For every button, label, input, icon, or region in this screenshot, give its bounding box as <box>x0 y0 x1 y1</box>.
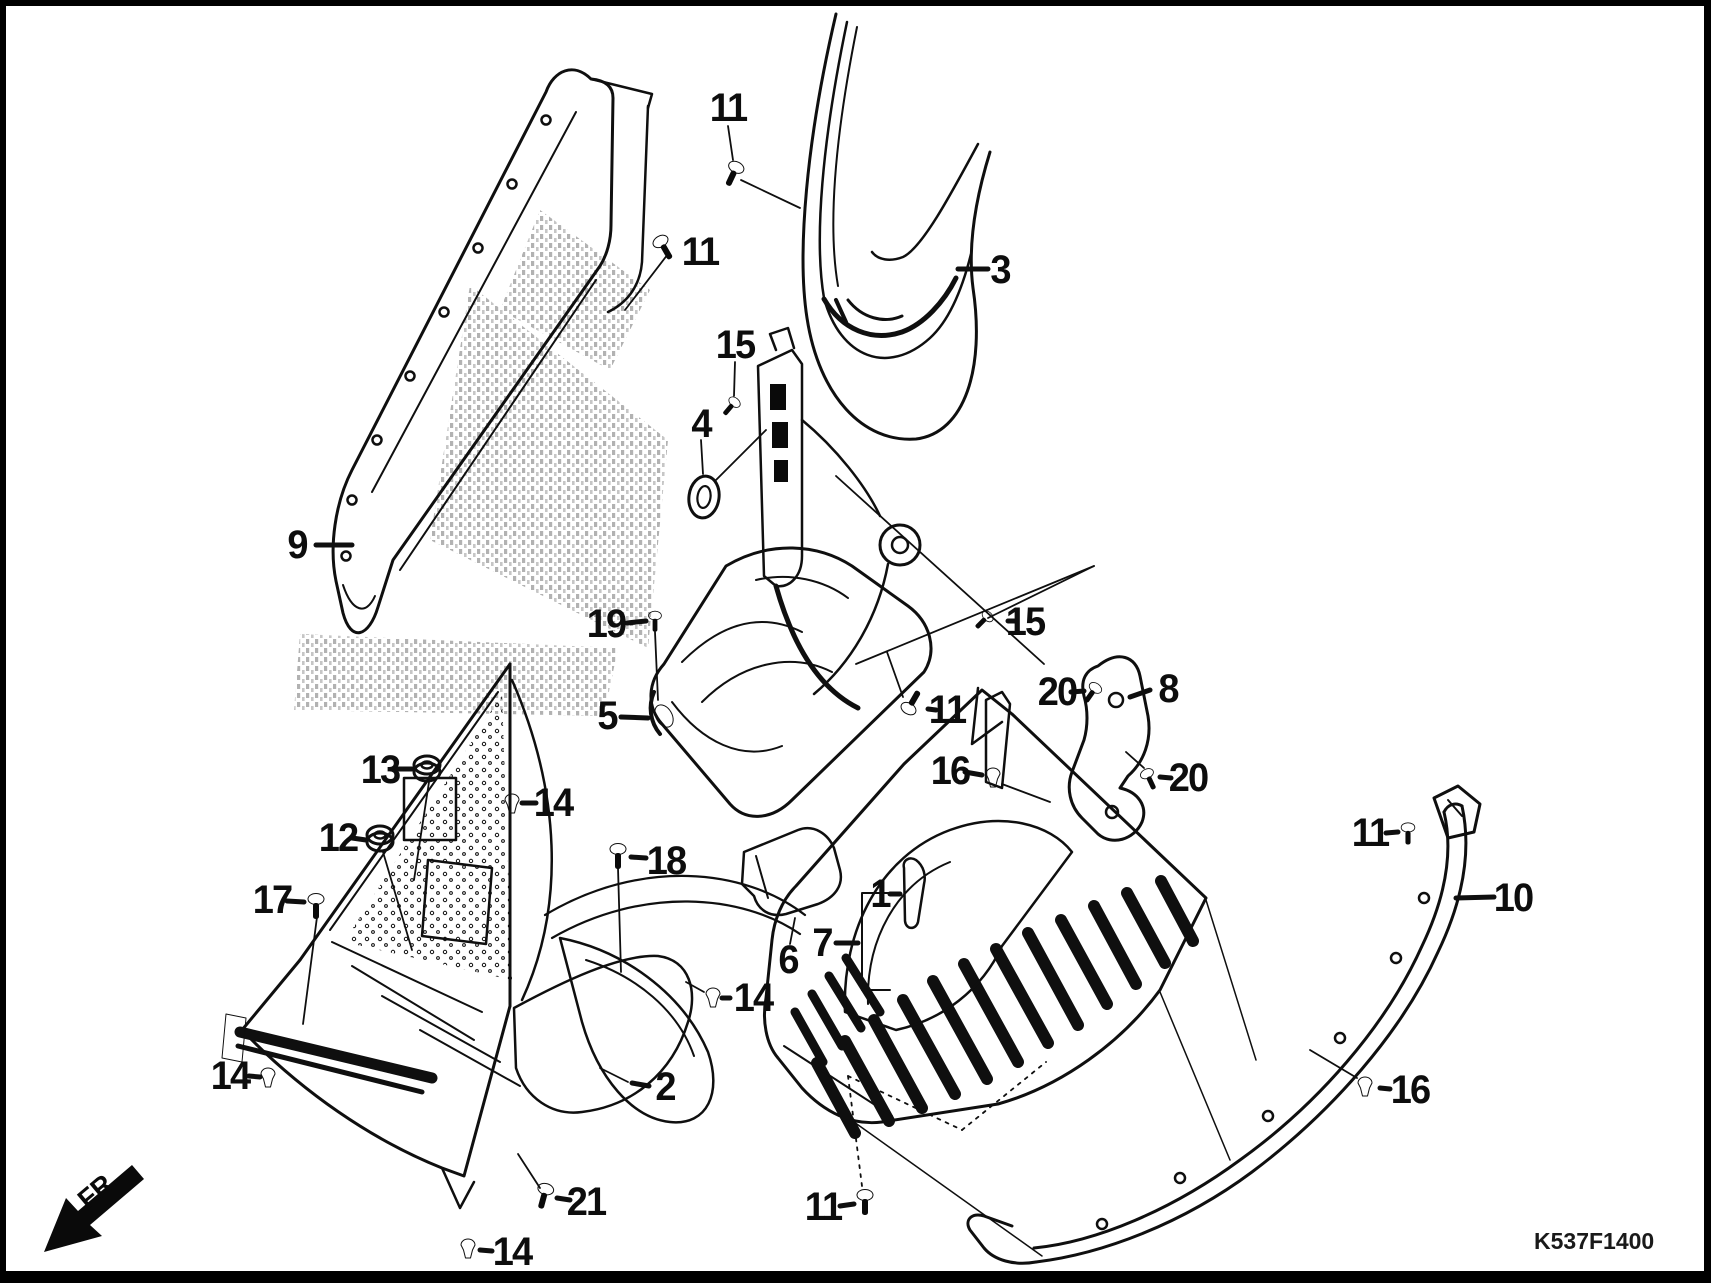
callout-12: 12 <box>318 816 359 860</box>
callout-6: 6 <box>778 938 799 982</box>
part-10-side-molding-drawing <box>966 784 1482 1265</box>
part-8-bracket-drawing <box>984 655 1151 842</box>
clip-icon <box>705 987 721 1008</box>
part-3-center-cover-drawing <box>801 12 992 441</box>
image-border <box>0 0 1711 6</box>
callout-11: 11 <box>1351 811 1390 855</box>
callout-13: 13 <box>360 748 401 792</box>
part-7-under-cover-drawing <box>763 686 1257 1257</box>
callout-11: 11 <box>709 86 748 130</box>
clip-icon <box>1357 1076 1373 1097</box>
label-dashes <box>246 266 1497 1254</box>
callout-4: 4 <box>691 402 712 446</box>
callout-7: 7 <box>812 921 833 965</box>
callout-16: 16 <box>1390 1068 1431 1112</box>
screw-icon <box>307 893 325 920</box>
screw-icon <box>718 394 743 419</box>
part-5-floor-mat-drawing <box>648 546 933 818</box>
callout-21: 21 <box>566 1180 607 1224</box>
callout-11: 11 <box>681 230 720 274</box>
clip-icon <box>260 1067 276 1088</box>
leader-lines <box>302 125 904 1189</box>
fr-direction-arrow: FR. <box>44 1164 144 1252</box>
image-border <box>0 1271 1711 1283</box>
part-15-bracket-assembly-drawing <box>756 326 1095 711</box>
part-6-pad-drawing <box>740 827 843 945</box>
image-border <box>0 0 6 1283</box>
callout-11: 11 <box>804 1185 843 1229</box>
callout-15: 15 <box>715 323 756 367</box>
callout-8: 8 <box>1158 667 1179 711</box>
part-2-floor-panel-drawing <box>221 662 807 1210</box>
clip-icon <box>504 793 520 814</box>
callout-14: 14 <box>492 1230 533 1274</box>
callout-1: 1 <box>870 872 891 916</box>
callout-9: 9 <box>287 523 308 567</box>
callout-19: 19 <box>586 602 627 646</box>
screw-icon <box>856 1189 874 1216</box>
screw-icon <box>1400 822 1416 845</box>
callout-18: 18 <box>646 839 687 883</box>
callout-15: 15 <box>1005 600 1046 644</box>
callout-20: 20 <box>1168 756 1209 800</box>
screw-icon <box>609 843 627 870</box>
fr-label: FR. <box>72 1164 125 1215</box>
callout-20: 20 <box>1037 670 1078 714</box>
hatch-shading <box>294 210 668 716</box>
screw-icon <box>720 158 747 190</box>
screw-icon <box>1138 766 1161 793</box>
diagram-code: K537F1400 <box>1534 1228 1655 1254</box>
callout-2: 2 <box>655 1065 676 1109</box>
callout-17: 17 <box>252 878 293 922</box>
clip-icon <box>460 1238 476 1259</box>
callout-14: 14 <box>210 1054 251 1098</box>
callout-11: 11 <box>928 688 967 732</box>
callout-14: 14 <box>533 781 574 825</box>
callout-3: 3 <box>990 248 1011 292</box>
part-4-grommet-drawing <box>687 474 721 520</box>
callout-16: 16 <box>930 749 971 793</box>
callout-10: 10 <box>1493 876 1534 920</box>
callout-5: 5 <box>597 694 618 738</box>
callout-14: 14 <box>733 976 774 1020</box>
part-1-peg-drawing <box>861 857 926 991</box>
image-border <box>1704 0 1711 1283</box>
screw-icon <box>532 1181 556 1211</box>
part-9-side-garnish-drawing <box>331 68 654 634</box>
